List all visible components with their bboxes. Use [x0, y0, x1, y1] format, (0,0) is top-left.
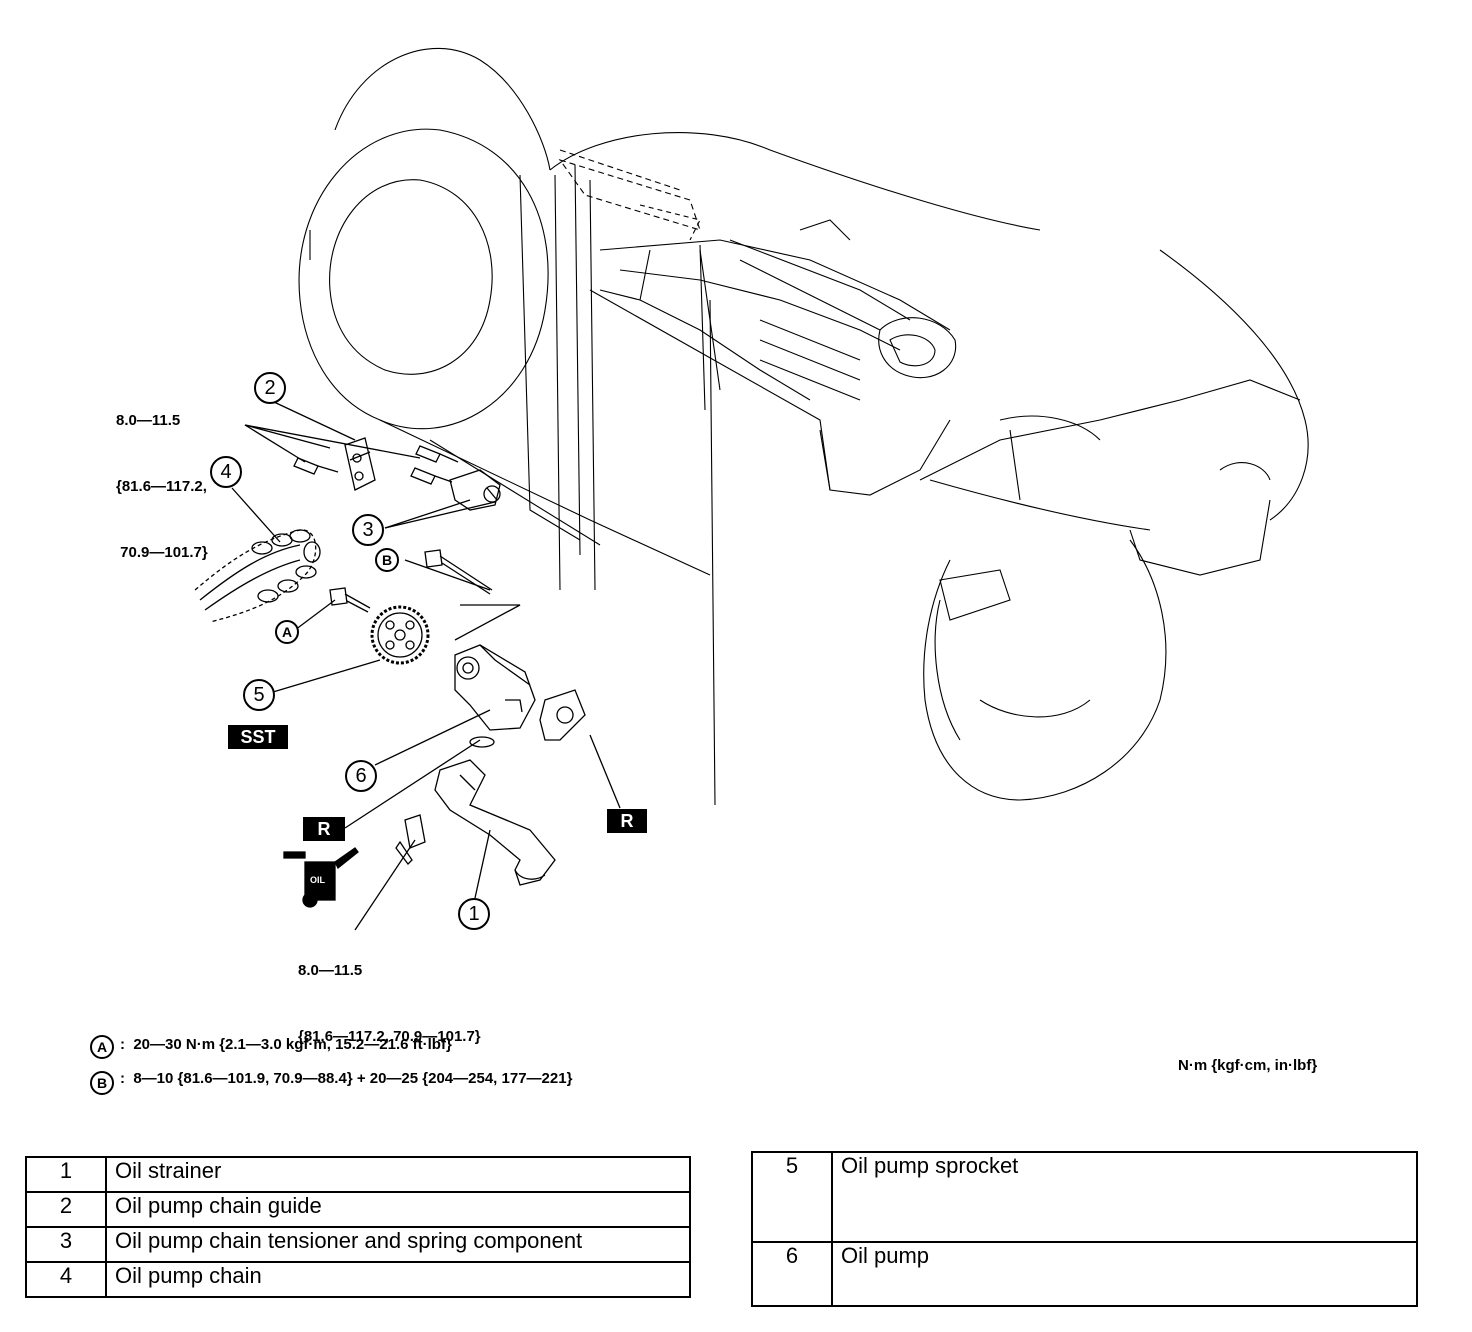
callout-b-drawing: B: [375, 548, 399, 572]
torque-upper-line-1: 8.0—11.5: [116, 412, 181, 429]
parts-table-left: 1 Oil strainer 2 Oil pump chain guide 3 …: [25, 1156, 691, 1298]
engine-block-outline: [298, 47, 1309, 806]
legend-b-text: : 8—10 {81.6—101.9, 70.9—88.4} + 20—25 {…: [120, 1070, 573, 1087]
part-name: Oil pump sprocket: [831, 1151, 1418, 1243]
torque-lower-line-1: 8.0—11.5: [298, 962, 363, 979]
table-row: 1 Oil strainer: [25, 1156, 691, 1193]
bolt-b: [424, 549, 493, 595]
callout-3: 3: [352, 514, 384, 546]
part-number: 1: [25, 1156, 107, 1193]
chain-tensioner-part: [449, 469, 501, 511]
oil-can-icon: [283, 847, 359, 908]
units-legend: N·m {kgf·cm, in·lbf}: [1178, 1057, 1318, 1074]
part-name: Oil pump: [831, 1241, 1418, 1307]
torque-label-upper: 8.0—11.5 {81.6—117.2, 70.9—101.7}: [116, 366, 208, 586]
parts-table-right: 5 Oil pump sprocket 6 Oil pump: [751, 1151, 1418, 1307]
torque-label-lower: 8.0—11.5 {81.6—117.2, 70.9—101.7}: [298, 916, 481, 1070]
part-number: 6: [751, 1241, 833, 1307]
sst-tag: SST: [228, 725, 288, 749]
part-name: Oil pump chain tensioner and spring comp…: [105, 1226, 691, 1263]
part-name: Oil pump chain guide: [105, 1191, 691, 1228]
part-number: 5: [751, 1151, 833, 1243]
part-number: 4: [25, 1261, 107, 1298]
table-row: 5 Oil pump sprocket: [751, 1151, 1418, 1243]
torque-upper-line-3: 70.9—101.7}: [116, 544, 208, 561]
replace-tag-right: R: [607, 809, 647, 833]
table-row: 3 Oil pump chain tensioner and spring co…: [25, 1226, 691, 1263]
callout-1: 1: [458, 898, 490, 930]
callout-4: 4: [210, 456, 242, 488]
callout-2: 2: [254, 372, 286, 404]
part-number: 2: [25, 1191, 107, 1228]
part-name: Oil pump chain: [105, 1261, 691, 1298]
part-number: 3: [25, 1226, 107, 1263]
replace-tag-left: R: [303, 817, 345, 841]
table-row: 2 Oil pump chain guide: [25, 1191, 691, 1228]
bolt-a: [329, 587, 371, 613]
oil-pump-chain-part: [194, 529, 321, 623]
chain-guide-part: [293, 437, 459, 491]
legend-a-text: : 20—30 N·m {2.1—3.0 kgf·m, 15.2—21.6 ft…: [120, 1036, 452, 1053]
oil-pump-sprocket-part: [370, 605, 430, 665]
callout-a-drawing: A: [275, 620, 299, 644]
oil-pump-part: [454, 644, 536, 748]
callout-5: 5: [243, 679, 275, 711]
oil-strainer-part: [395, 759, 556, 886]
legend-a-key: A: [90, 1035, 114, 1059]
table-row: 4 Oil pump chain: [25, 1261, 691, 1298]
part-name: Oil strainer: [105, 1156, 691, 1193]
gasket-part: [539, 689, 586, 741]
table-row: 6 Oil pump: [751, 1241, 1418, 1307]
torque-upper-line-2: {81.6—117.2,: [116, 478, 207, 495]
oil-icon-label: OIL: [310, 875, 325, 885]
leader-lines: [231, 401, 621, 931]
torque-lower-line-2: {81.6—117.2, 70.9—101.7}: [298, 1028, 481, 1045]
legend-b-key: B: [90, 1071, 114, 1095]
callout-6: 6: [345, 760, 377, 792]
